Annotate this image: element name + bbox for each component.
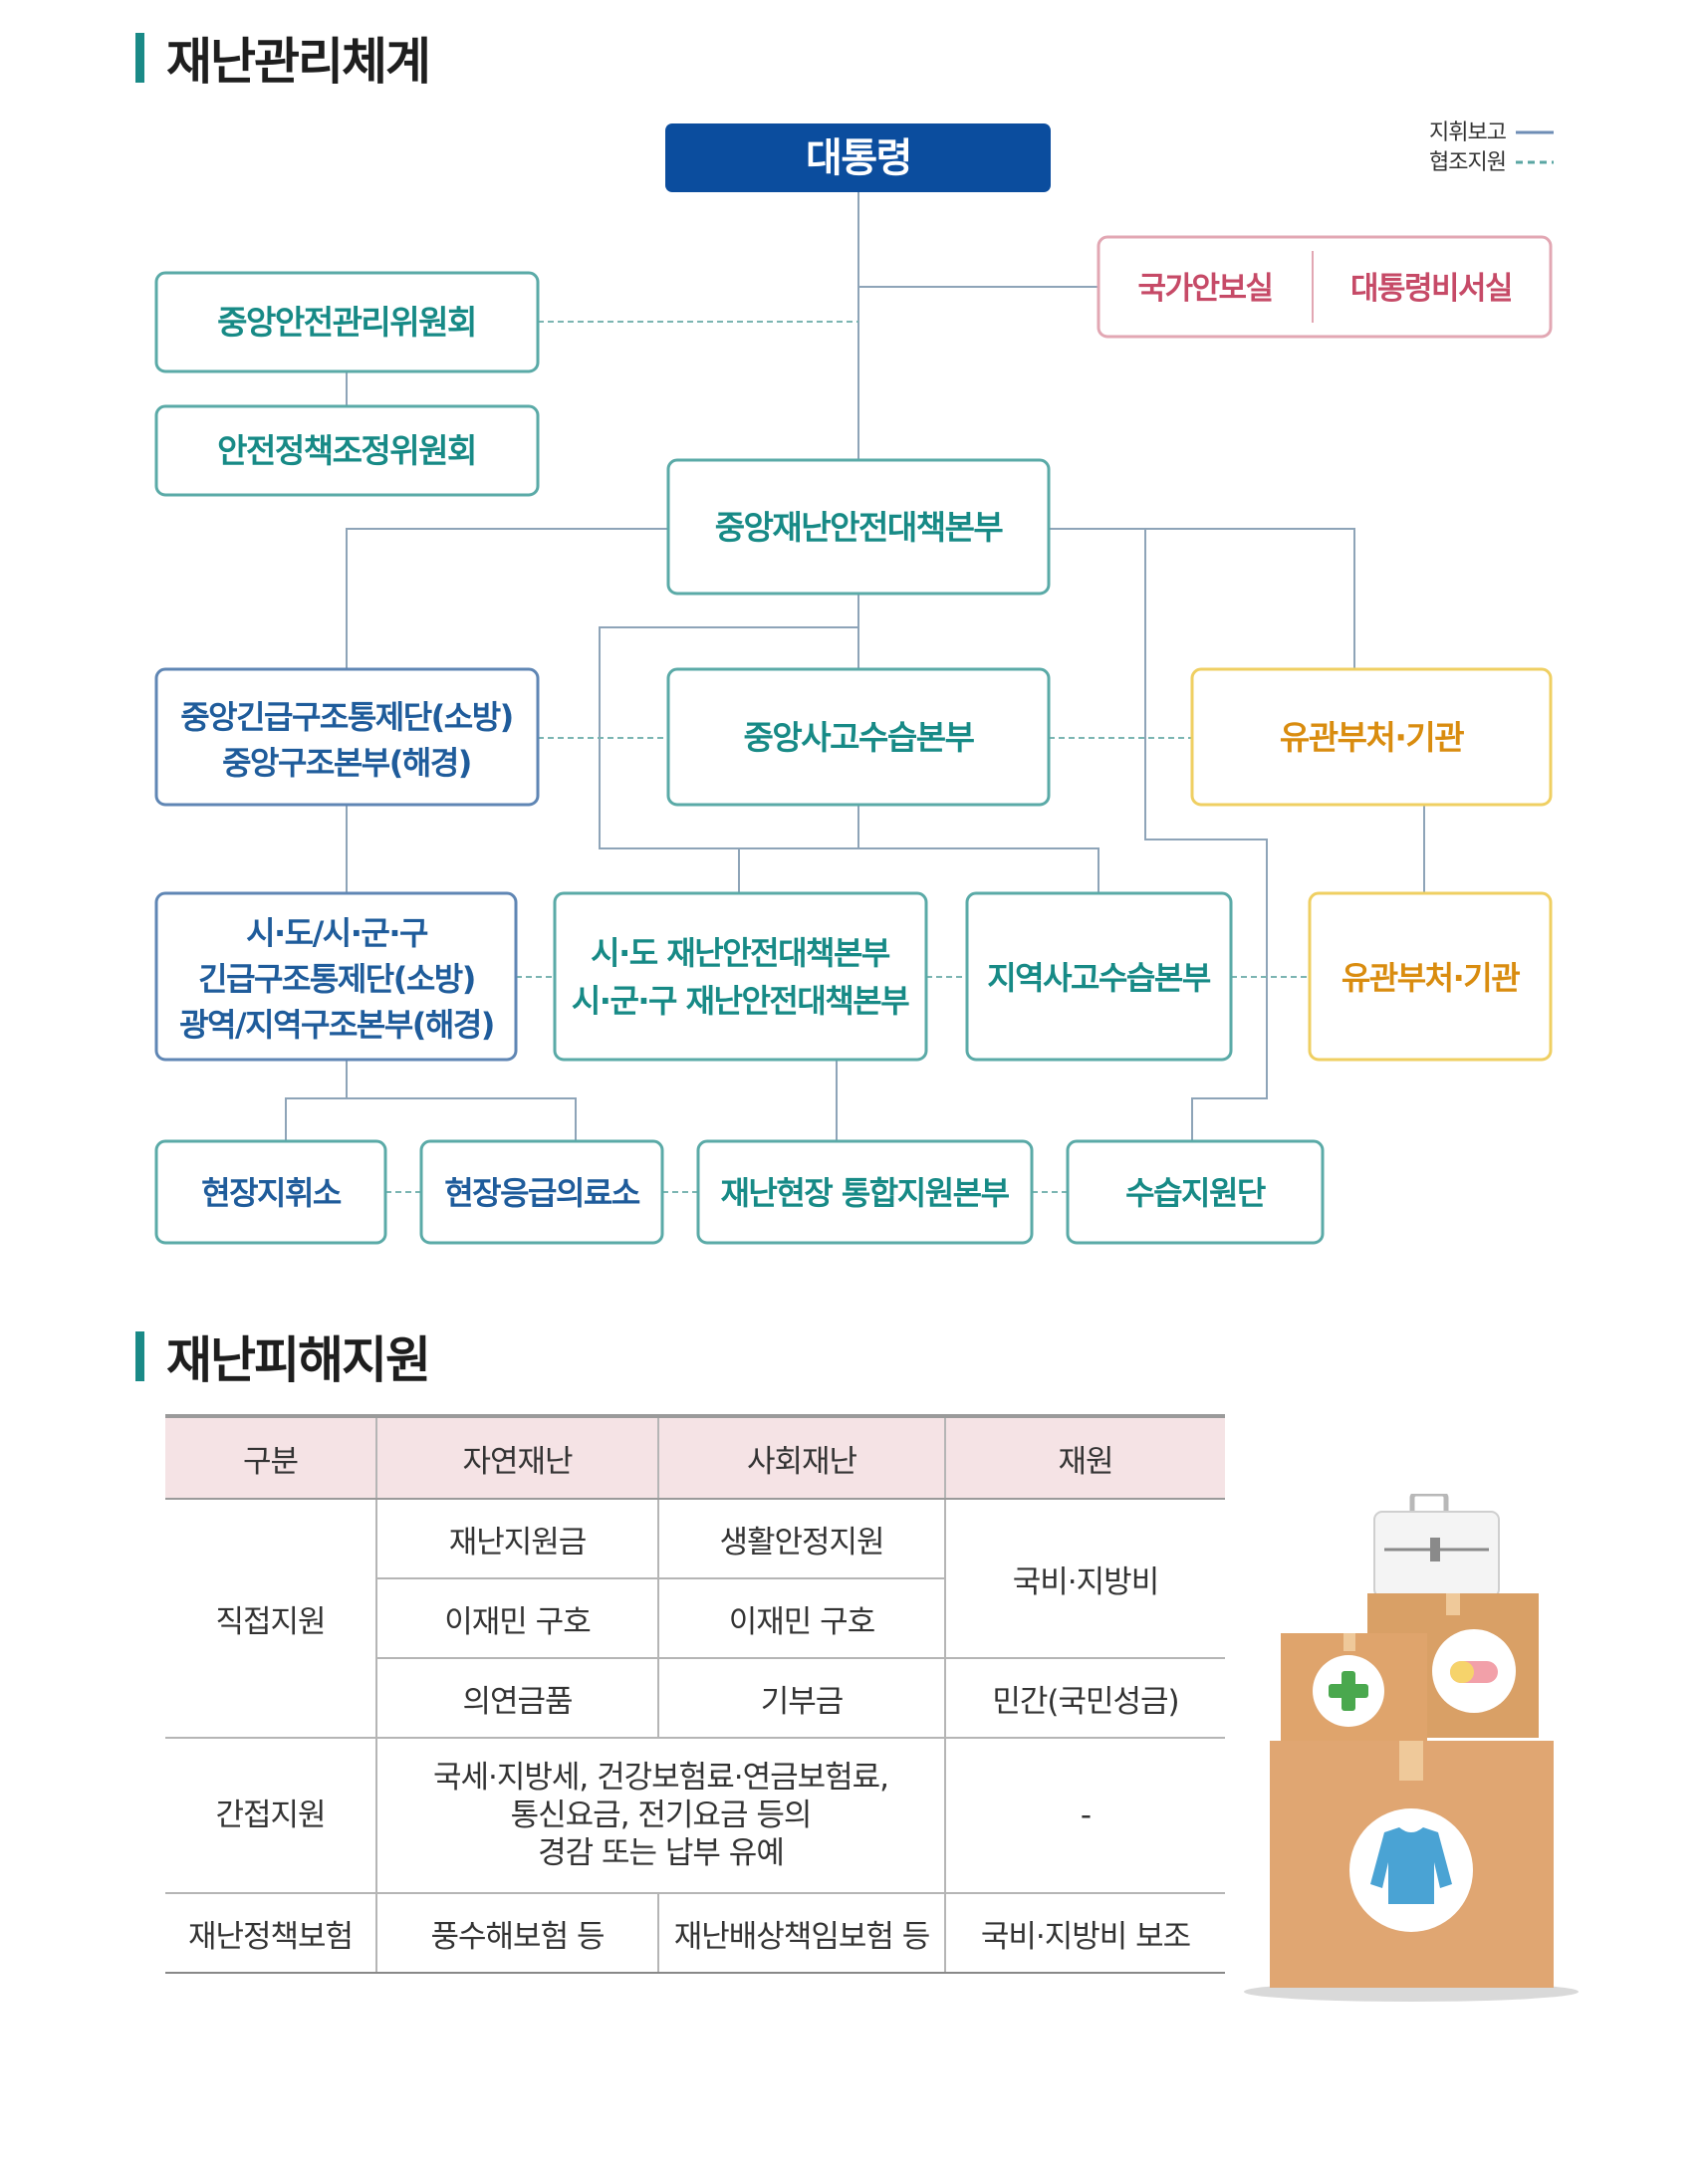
- cell-social: 기부금: [657, 1658, 945, 1739]
- table-row: 이재민 구호 이재민 구호: [165, 1578, 1225, 1659]
- node-local-disaster-line2: 시·군·구 재난안전대책본부: [572, 982, 909, 1020]
- cell-insurance-label: 재난정책보험: [165, 1893, 376, 1974]
- node-central-disaster-hq-label: 중앙재난안전대책본부: [715, 508, 1004, 547]
- section-title-disaster-support: 재난피해지원: [135, 1320, 431, 1392]
- node-central-accident-hq-label: 중앙사고수습본부: [744, 718, 975, 757]
- node-field-command: 현장지휘소: [154, 1139, 387, 1245]
- node-local-disaster-line1: 시·도 재난안전대책본부: [591, 934, 890, 972]
- node-field-medical: 현장응급의료소: [419, 1139, 664, 1245]
- header-natural: 자연재난: [375, 1414, 658, 1500]
- cell-social: 이재민 구호: [657, 1578, 945, 1659]
- first-aid-kit-icon: [1373, 1494, 1500, 1598]
- legend: 지휘보고 협조지원: [1429, 120, 1554, 175]
- command-lines: [285, 192, 1425, 1141]
- node-regional-rescue-line3: 광역/지역구조본부(해경): [179, 1006, 494, 1044]
- indirect-desc-line3: 경감 또는 납부 유예: [538, 1835, 785, 1871]
- node-central-accident-hq: 중앙사고수습본부: [666, 667, 1051, 807]
- node-local-disaster-hq: 시·도 재난안전대책본부 시·군·구 재난안전대책본부: [553, 891, 928, 1062]
- node-central-rescue-line2: 중앙구조본부(해경): [222, 744, 471, 782]
- node-president: 대통령: [665, 123, 1051, 192]
- node-field-medical-label: 현장응급의료소: [444, 1174, 640, 1212]
- table-header-row: 구분 자연재난 사회재난 재원: [165, 1414, 1225, 1500]
- node-secretariat-label: 대통령비서실: [1350, 271, 1512, 307]
- relief-boxes-illustration: [1244, 1494, 1579, 2002]
- node-regional-rescue: 시·도/시·군·구 긴급구조통제단(소방) 광역/지역구조본부(해경): [154, 891, 518, 1062]
- node-agencies-2-label: 유관부처·기관: [1342, 959, 1520, 997]
- legend-command-label: 지휘보고: [1429, 120, 1507, 145]
- header-fund: 재원: [944, 1414, 1225, 1500]
- cooperation-lines: [385, 321, 1310, 1193]
- node-field-command-label: 현장지휘소: [201, 1174, 342, 1212]
- node-safety-policy-committee-label: 안전정책조정위원회: [217, 431, 476, 470]
- legend-cooperation-label: 협조지원: [1429, 150, 1506, 175]
- table-row: 직접지원 재난지원금 생활안정지원 국비·지방비: [165, 1499, 1225, 1739]
- title-accent-bar: [135, 33, 144, 83]
- table-row: 재난정책보험 풍수해보험 등 재난배상책임보험 등 국비·지방비 보조: [165, 1893, 1225, 1974]
- node-presidential-offices: 국가안보실 대통령비서실: [1097, 235, 1553, 339]
- clothing-box-icon: [1270, 1741, 1554, 1988]
- node-agencies-2: 유관부처·기관: [1308, 891, 1553, 1062]
- header-category: 구분: [165, 1414, 376, 1500]
- title-accent-bar: [135, 1331, 144, 1381]
- node-safety-policy-committee: 안전정책조정위원회: [154, 404, 540, 497]
- node-central-rescue-line1: 중앙긴급구조통제단(소방): [180, 698, 513, 736]
- disaster-management-diagram: 지휘보고 협조지원 대통령: [154, 120, 1554, 1245]
- node-local-accident-hq: 지역사고수습본부: [965, 891, 1233, 1062]
- node-agencies-1-label: 유관부처·기관: [1280, 718, 1464, 757]
- cell-fund: 국비·지방비 보조: [944, 1893, 1225, 1974]
- cell-social: 재난배상책임보험 등: [657, 1893, 945, 1974]
- disaster-support-table: 구분 자연재난 사회재난 재원 직접지원 재난지원금 생활안정지원 국비·지방비…: [165, 1414, 1225, 1974]
- cell-direct-label: 직접지원: [165, 1499, 376, 1739]
- cell-natural: 의연금품: [375, 1658, 658, 1739]
- node-president-label: 대통령: [806, 135, 911, 181]
- node-central-safety-committee: 중앙안전관리위원회: [154, 271, 540, 373]
- node-recovery-support-label: 수습지원단: [1125, 1174, 1266, 1212]
- node-central-rescue: 중앙긴급구조통제단(소방) 중앙구조본부(해경): [154, 667, 540, 807]
- node-central-safety-committee-label: 중앙안전관리위원회: [217, 303, 476, 342]
- first-aid-cross-icon: [1281, 1633, 1427, 1753]
- cell-fund: -: [944, 1738, 1225, 1894]
- section-title-disaster-system: 재난관리체계: [135, 22, 431, 94]
- cell-indirect-label: 간접지원: [165, 1738, 376, 1894]
- cell-social: 생활안정지원: [657, 1499, 945, 1579]
- node-local-accident-hq-label: 지역사고수습본부: [987, 959, 1211, 997]
- node-regional-rescue-line1: 시·도/시·군·구: [246, 914, 428, 952]
- indirect-desc-line1: 국세·지방세, 건강보험료·연금보험료,: [432, 1760, 889, 1796]
- table-row: 간접지원 국세·지방세, 건강보험료·연금보험료, 통신요금, 전기요금 등의 …: [165, 1738, 1225, 1894]
- header-social: 사회재난: [657, 1414, 945, 1500]
- indirect-desc-line2: 통신요금, 전기요금 등의: [510, 1798, 813, 1833]
- cell-natural: 이재민 구호: [375, 1578, 658, 1659]
- table-row: 의연금품 기부금 민간(국민성금): [165, 1658, 1225, 1739]
- node-recovery-support: 수습지원단: [1066, 1139, 1325, 1245]
- node-regional-rescue-line2: 긴급구조통제단(소방): [198, 960, 475, 998]
- cell-fund: 민간(국민성금): [944, 1658, 1225, 1739]
- node-central-disaster-hq: 중앙재난안전대책본부: [666, 458, 1051, 596]
- cell-natural: 재난지원금: [375, 1499, 658, 1579]
- section-title-text: 재난피해지원: [166, 1331, 431, 1389]
- cell-natural: 풍수해보험 등: [375, 1893, 658, 1974]
- node-agencies-1: 유관부처·기관: [1190, 667, 1553, 807]
- cell-fund: 국비·지방비: [944, 1499, 1225, 1659]
- cell-indirect-desc: 국세·지방세, 건강보험료·연금보험료, 통신요금, 전기요금 등의 경감 또는…: [375, 1738, 945, 1894]
- node-field-support-hq-label: 재난현장 통합지원본부: [720, 1174, 1009, 1212]
- section-title-text: 재난관리체계: [166, 33, 431, 91]
- node-field-support-hq: 재난현장 통합지원본부: [696, 1139, 1034, 1245]
- node-national-security-label: 국가안보실: [1137, 271, 1272, 307]
